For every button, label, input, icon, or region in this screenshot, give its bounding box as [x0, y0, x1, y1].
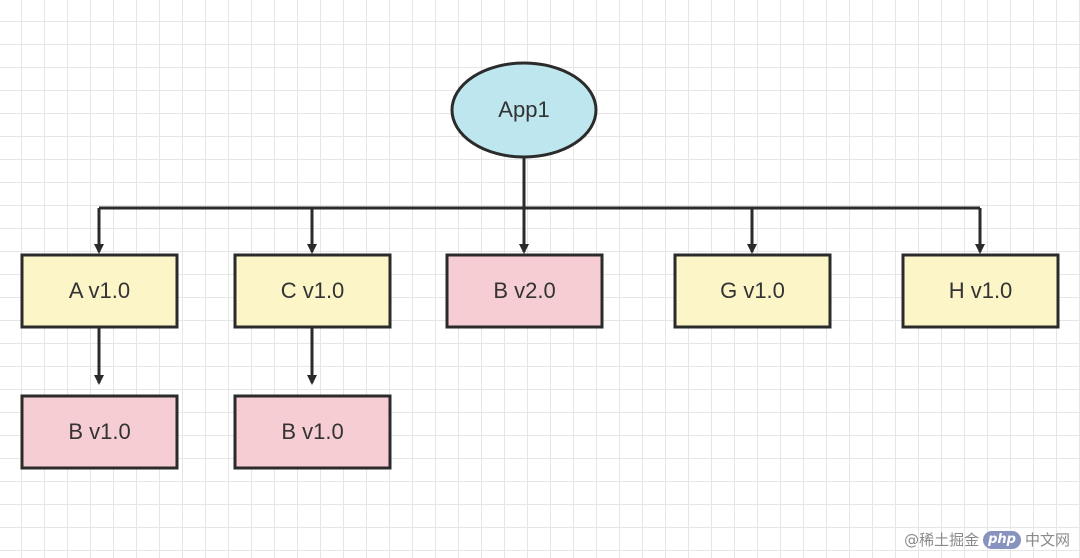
node-h-v1: H v1.0 — [901, 253, 1060, 329]
watermark-prefix: @稀土掘金 — [904, 531, 980, 549]
node-g-v1-label: G v1.0 — [720, 278, 785, 303]
php-logo: php — [983, 530, 1021, 549]
node-b-v2-label: B v2.0 — [493, 278, 555, 303]
node-a-v1-box — [20, 253, 179, 329]
watermark-suffix: 中文网 — [1024, 531, 1070, 549]
node-h-v1-label: H v1.0 — [949, 278, 1013, 303]
node-app1: App1 — [450, 61, 598, 159]
node-b-v2-box — [445, 253, 604, 329]
node-c-child-b-v1-box — [233, 394, 392, 470]
watermark: @稀土掘金 php 中文网 — [904, 529, 1070, 550]
node-c-v1-label: C v1.0 — [281, 278, 345, 303]
node-c-child-b-v1: B v1.0 — [233, 394, 392, 470]
node-a-child-b-v1: B v1.0 — [20, 394, 179, 470]
node-b-v2: B v2.0 — [445, 253, 604, 329]
node-g-v1: G v1.0 — [673, 253, 832, 329]
node-a-child-b-v1-box — [20, 394, 179, 470]
node-a-child-b-v1-label: B v1.0 — [68, 419, 130, 444]
node-a-v1: A v1.0 — [20, 253, 179, 329]
node-app1-label: App1 — [498, 97, 549, 122]
node-c-v1: C v1.0 — [233, 253, 392, 329]
node-app1-shape — [450, 61, 598, 159]
node-h-v1-box — [901, 253, 1060, 329]
node-c-child-b-v1-label: B v1.0 — [281, 419, 343, 444]
connectors — [94, 157, 985, 385]
node-a-v1-label: A v1.0 — [69, 278, 130, 303]
node-g-v1-box — [673, 253, 832, 329]
node-c-v1-box — [233, 253, 392, 329]
